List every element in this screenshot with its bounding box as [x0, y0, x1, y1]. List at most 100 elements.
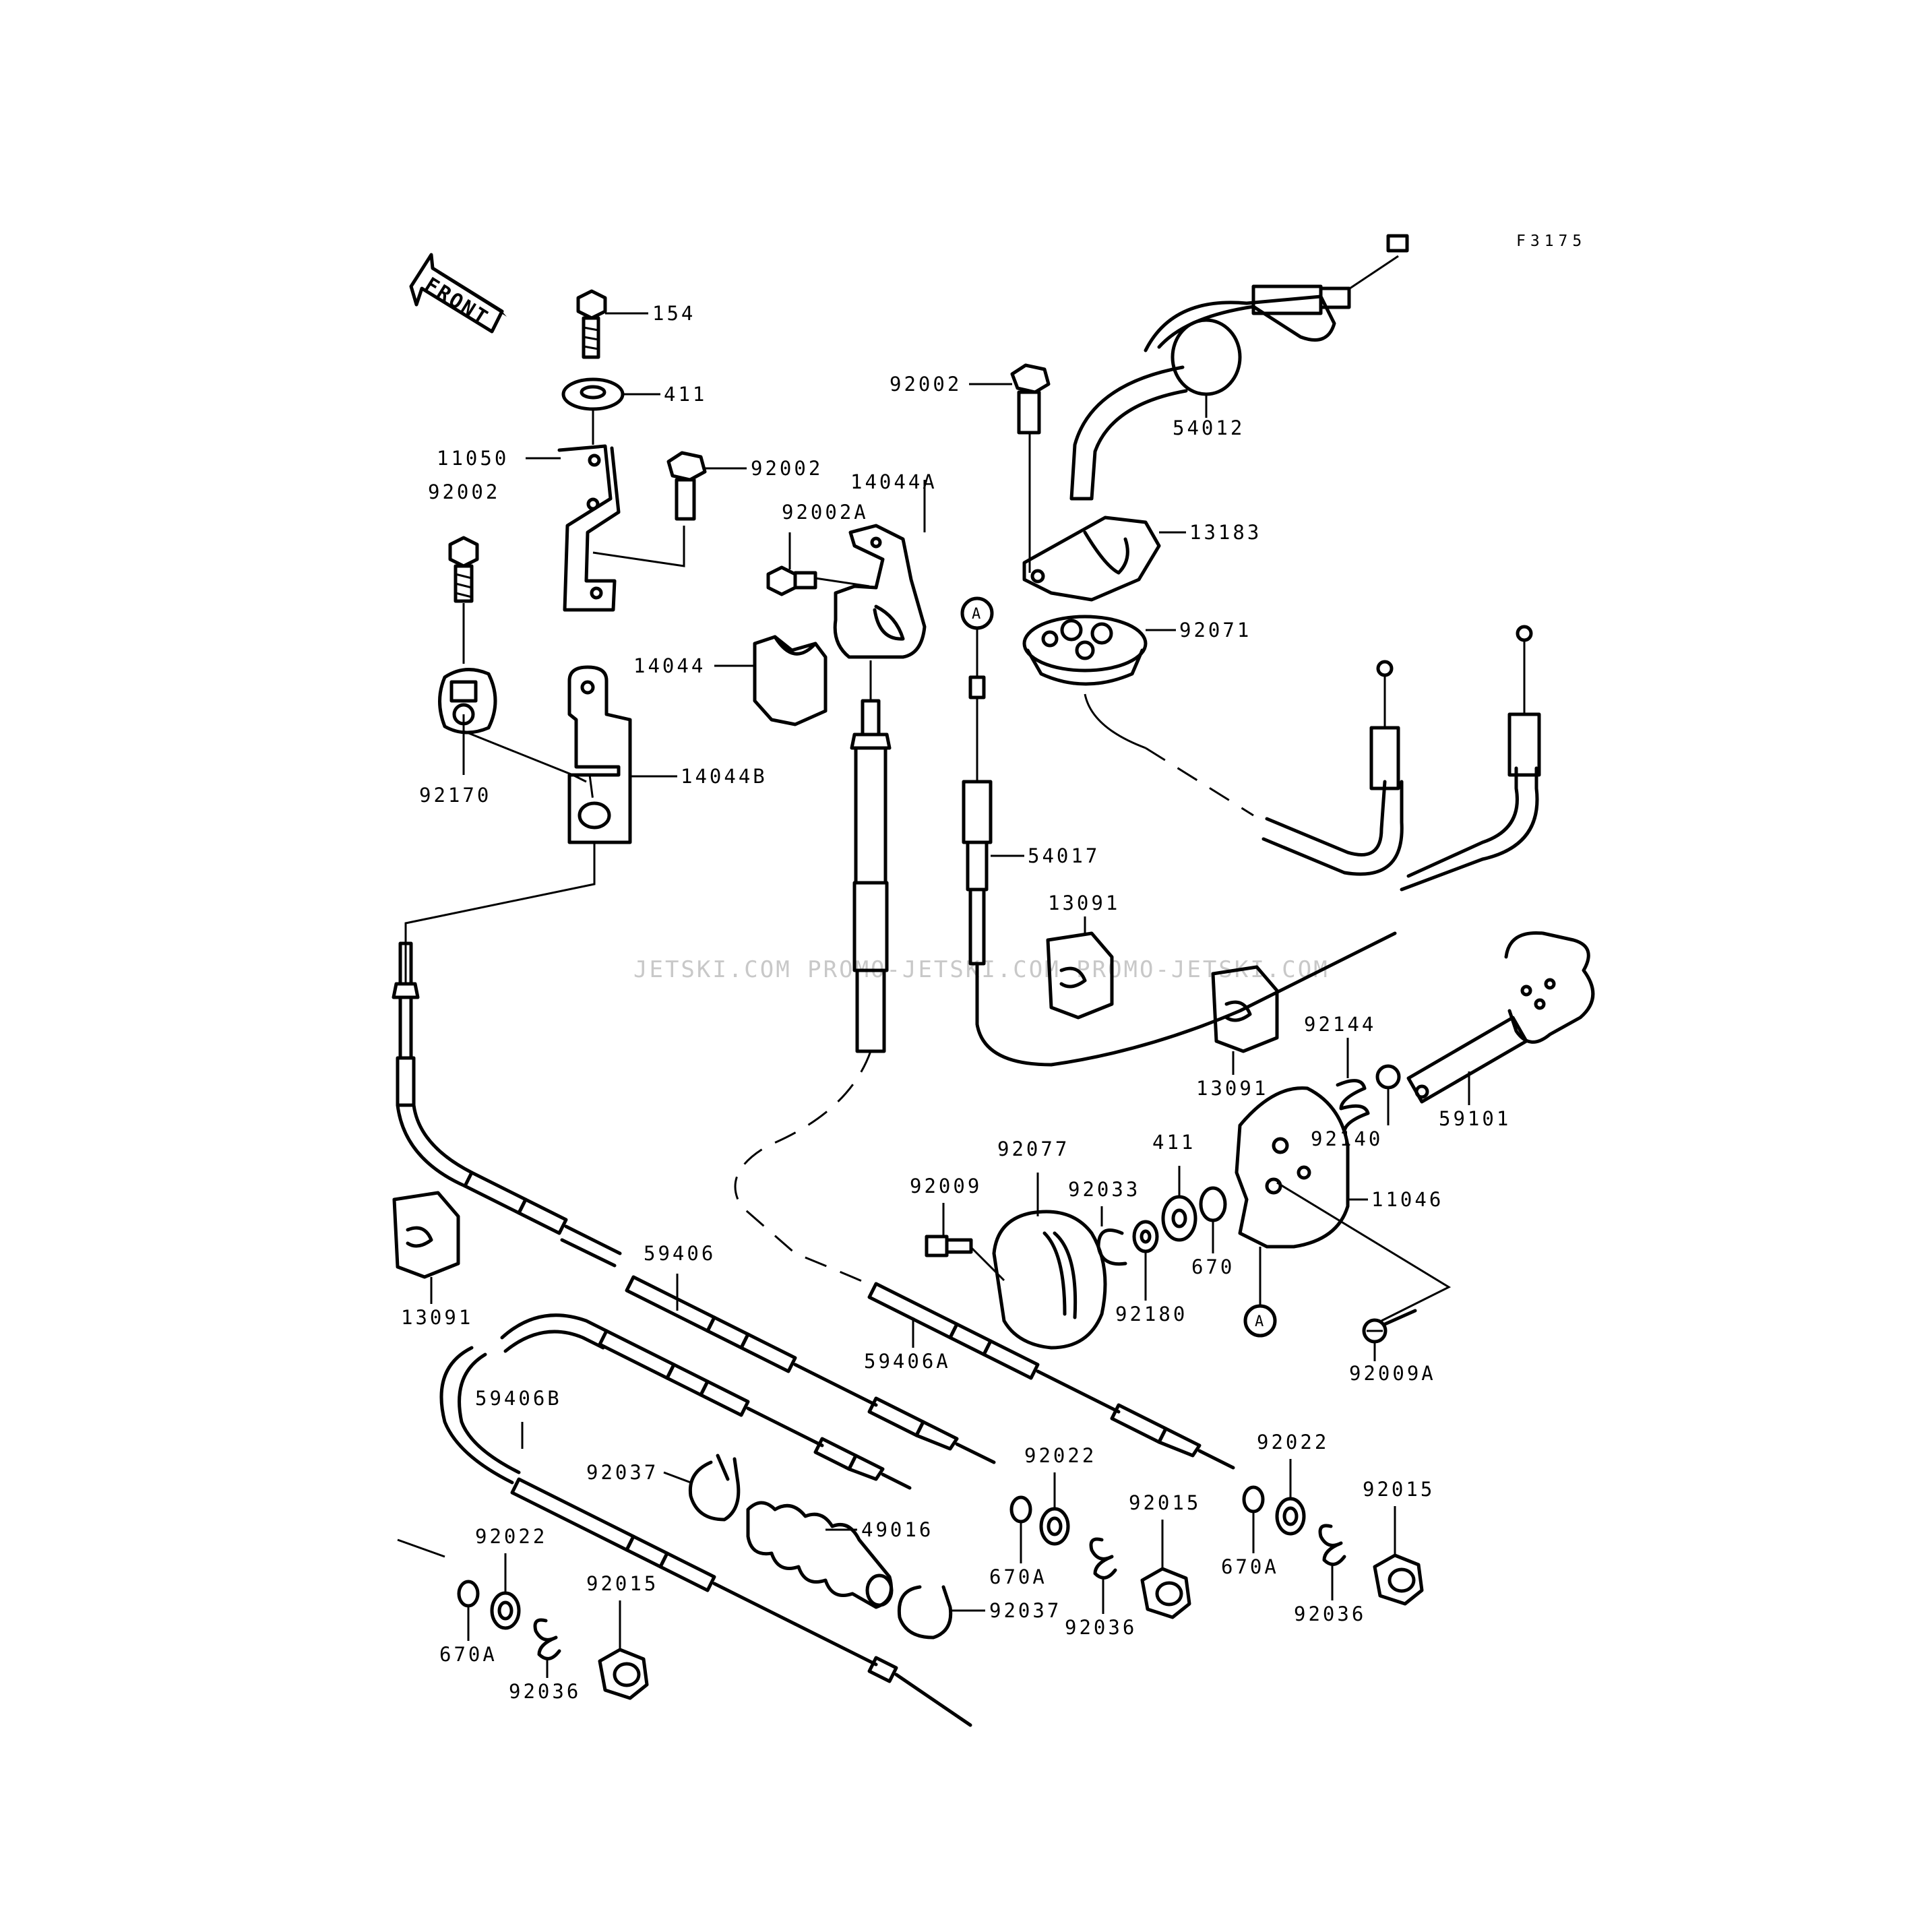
front-arrow-icon: FRONT [409, 253, 507, 334]
callout-59406: 59406 [644, 1242, 716, 1265]
clamp-13091-left [392, 1191, 460, 1279]
callout-670A-a: 670A [439, 1643, 497, 1666]
washer-92036-left [533, 1618, 561, 1660]
callout-54012: 54012 [1173, 416, 1245, 439]
callout-670A-c: 670A [1221, 1555, 1279, 1578]
callout-92002-a: 92002 [751, 457, 823, 480]
callout-92071: 92071 [1179, 619, 1251, 642]
callout-92002-b: 92002 [428, 480, 500, 503]
callout-49016: 49016 [861, 1518, 933, 1541]
screw-92009A [1362, 1309, 1417, 1344]
callout-92144: 92144 [1304, 1013, 1376, 1036]
oring-670A-right [1242, 1485, 1265, 1514]
callout-14044: 14044 [633, 654, 706, 677]
clamp-14044 [753, 635, 828, 726]
bracket-14044B [567, 665, 632, 844]
callout-92015-b: 92015 [1129, 1491, 1201, 1514]
bolt-154 [576, 289, 607, 359]
callout-92022-c: 92022 [1257, 1431, 1329, 1454]
oring-670A-center [1009, 1495, 1032, 1524]
housing-11046 [1235, 1086, 1350, 1249]
cable-59406A [867, 1282, 1235, 1470]
washer-92022-left [490, 1591, 521, 1630]
washer-92036-center [1089, 1537, 1117, 1580]
washer-92022-center [1039, 1507, 1070, 1546]
boot-49016 [746, 1501, 894, 1609]
oring-670 [1199, 1186, 1227, 1222]
callout-670: 670 [1191, 1255, 1235, 1278]
clamp-92037-lower [897, 1585, 953, 1640]
bolt-92002-left [448, 536, 479, 603]
clamp-13091-center [1046, 931, 1114, 1020]
cable-54017 [962, 675, 1397, 1067]
callout-154: 154 [652, 302, 695, 325]
callout-13091-b: 13091 [1196, 1077, 1268, 1100]
ref-marker-a-top-text: A [972, 606, 980, 623]
callout-59101: 59101 [1439, 1107, 1511, 1130]
bracket-14044A [833, 524, 927, 659]
callout-92037-b: 92037 [989, 1599, 1061, 1622]
ball-92140 [1375, 1064, 1401, 1090]
callout-92037-a: 92037 [586, 1461, 658, 1484]
shaft-59101 [1406, 931, 1595, 1104]
figure-code: F3175 [1516, 232, 1586, 250]
washer-92180 [1132, 1220, 1159, 1253]
callout-54017: 54017 [1028, 844, 1100, 867]
cable-54012 [1069, 234, 1409, 501]
callout-13183: 13183 [1189, 521, 1261, 544]
washer-92036-right [1318, 1524, 1346, 1566]
cable-59406A-upper [850, 660, 892, 1053]
callout-411-a: 411 [664, 383, 707, 406]
cable-54012-right-ends [1261, 625, 1541, 892]
callout-92170: 92170 [419, 784, 491, 807]
callout-670A-b: 670A [989, 1565, 1047, 1588]
callout-92002-c: 92002 [890, 373, 962, 396]
cable-59406 [392, 941, 996, 1464]
callout-59406A: 59406A [864, 1350, 951, 1373]
washer-411 [561, 377, 625, 411]
callout-92022-b: 92022 [1024, 1444, 1096, 1467]
callout-92077: 92077 [997, 1138, 1069, 1160]
grommet-92071 [1022, 615, 1148, 686]
callout-14044B: 14044B [681, 765, 768, 788]
plate-13183 [1022, 516, 1161, 602]
callout-11050: 11050 [437, 447, 509, 470]
nut-92015-left [598, 1648, 649, 1700]
nut-92015-center [1140, 1567, 1191, 1619]
cable-59406B [439, 1313, 972, 1727]
callout-92015-a: 92015 [586, 1572, 658, 1595]
bracket-11050 [557, 444, 621, 612]
callout-92022-a: 92022 [475, 1525, 547, 1548]
callout-92009A: 92009A [1349, 1362, 1436, 1385]
ref-marker-a-top: A [960, 596, 994, 630]
callout-92036-c: 92036 [1294, 1602, 1366, 1625]
clamp-13091-right [1211, 965, 1279, 1053]
bolt-92009 [925, 1235, 973, 1257]
ref-marker-a-bottom-text: A [1255, 1313, 1264, 1330]
nut-92015-right [1373, 1553, 1424, 1606]
callout-411-b: 411 [1152, 1131, 1195, 1154]
knob-92077 [992, 1210, 1107, 1350]
bolt-92002-right [1010, 363, 1051, 435]
callout-59406B: 59406B [475, 1387, 562, 1410]
callout-92036-b: 92036 [1065, 1616, 1137, 1639]
clamp-92037-upper [688, 1454, 741, 1522]
grommet-92170 [438, 668, 497, 735]
washer-411-right [1161, 1195, 1197, 1242]
watermark: JETSKI.COM PROMO-JETSKI.COM PROMO-JETSKI… [633, 956, 1330, 983]
callout-13091-a: 13091 [1048, 892, 1120, 914]
bolt-92002A [766, 565, 817, 596]
callout-92002A: 92002A [782, 501, 869, 524]
callout-13091-c: 13091 [401, 1306, 473, 1329]
callout-92180: 92180 [1115, 1303, 1187, 1326]
oring-670A-left [457, 1580, 480, 1608]
washer-92022-right [1275, 1497, 1306, 1536]
bolt-92002-upper [666, 451, 707, 521]
callout-92015-c: 92015 [1363, 1478, 1435, 1501]
callout-92009: 92009 [910, 1175, 982, 1197]
callout-92036-a: 92036 [509, 1680, 581, 1703]
spring-92144 [1336, 1079, 1370, 1134]
callout-14044A: 14044A [850, 470, 937, 493]
ref-marker-a-bottom: A [1243, 1304, 1277, 1338]
